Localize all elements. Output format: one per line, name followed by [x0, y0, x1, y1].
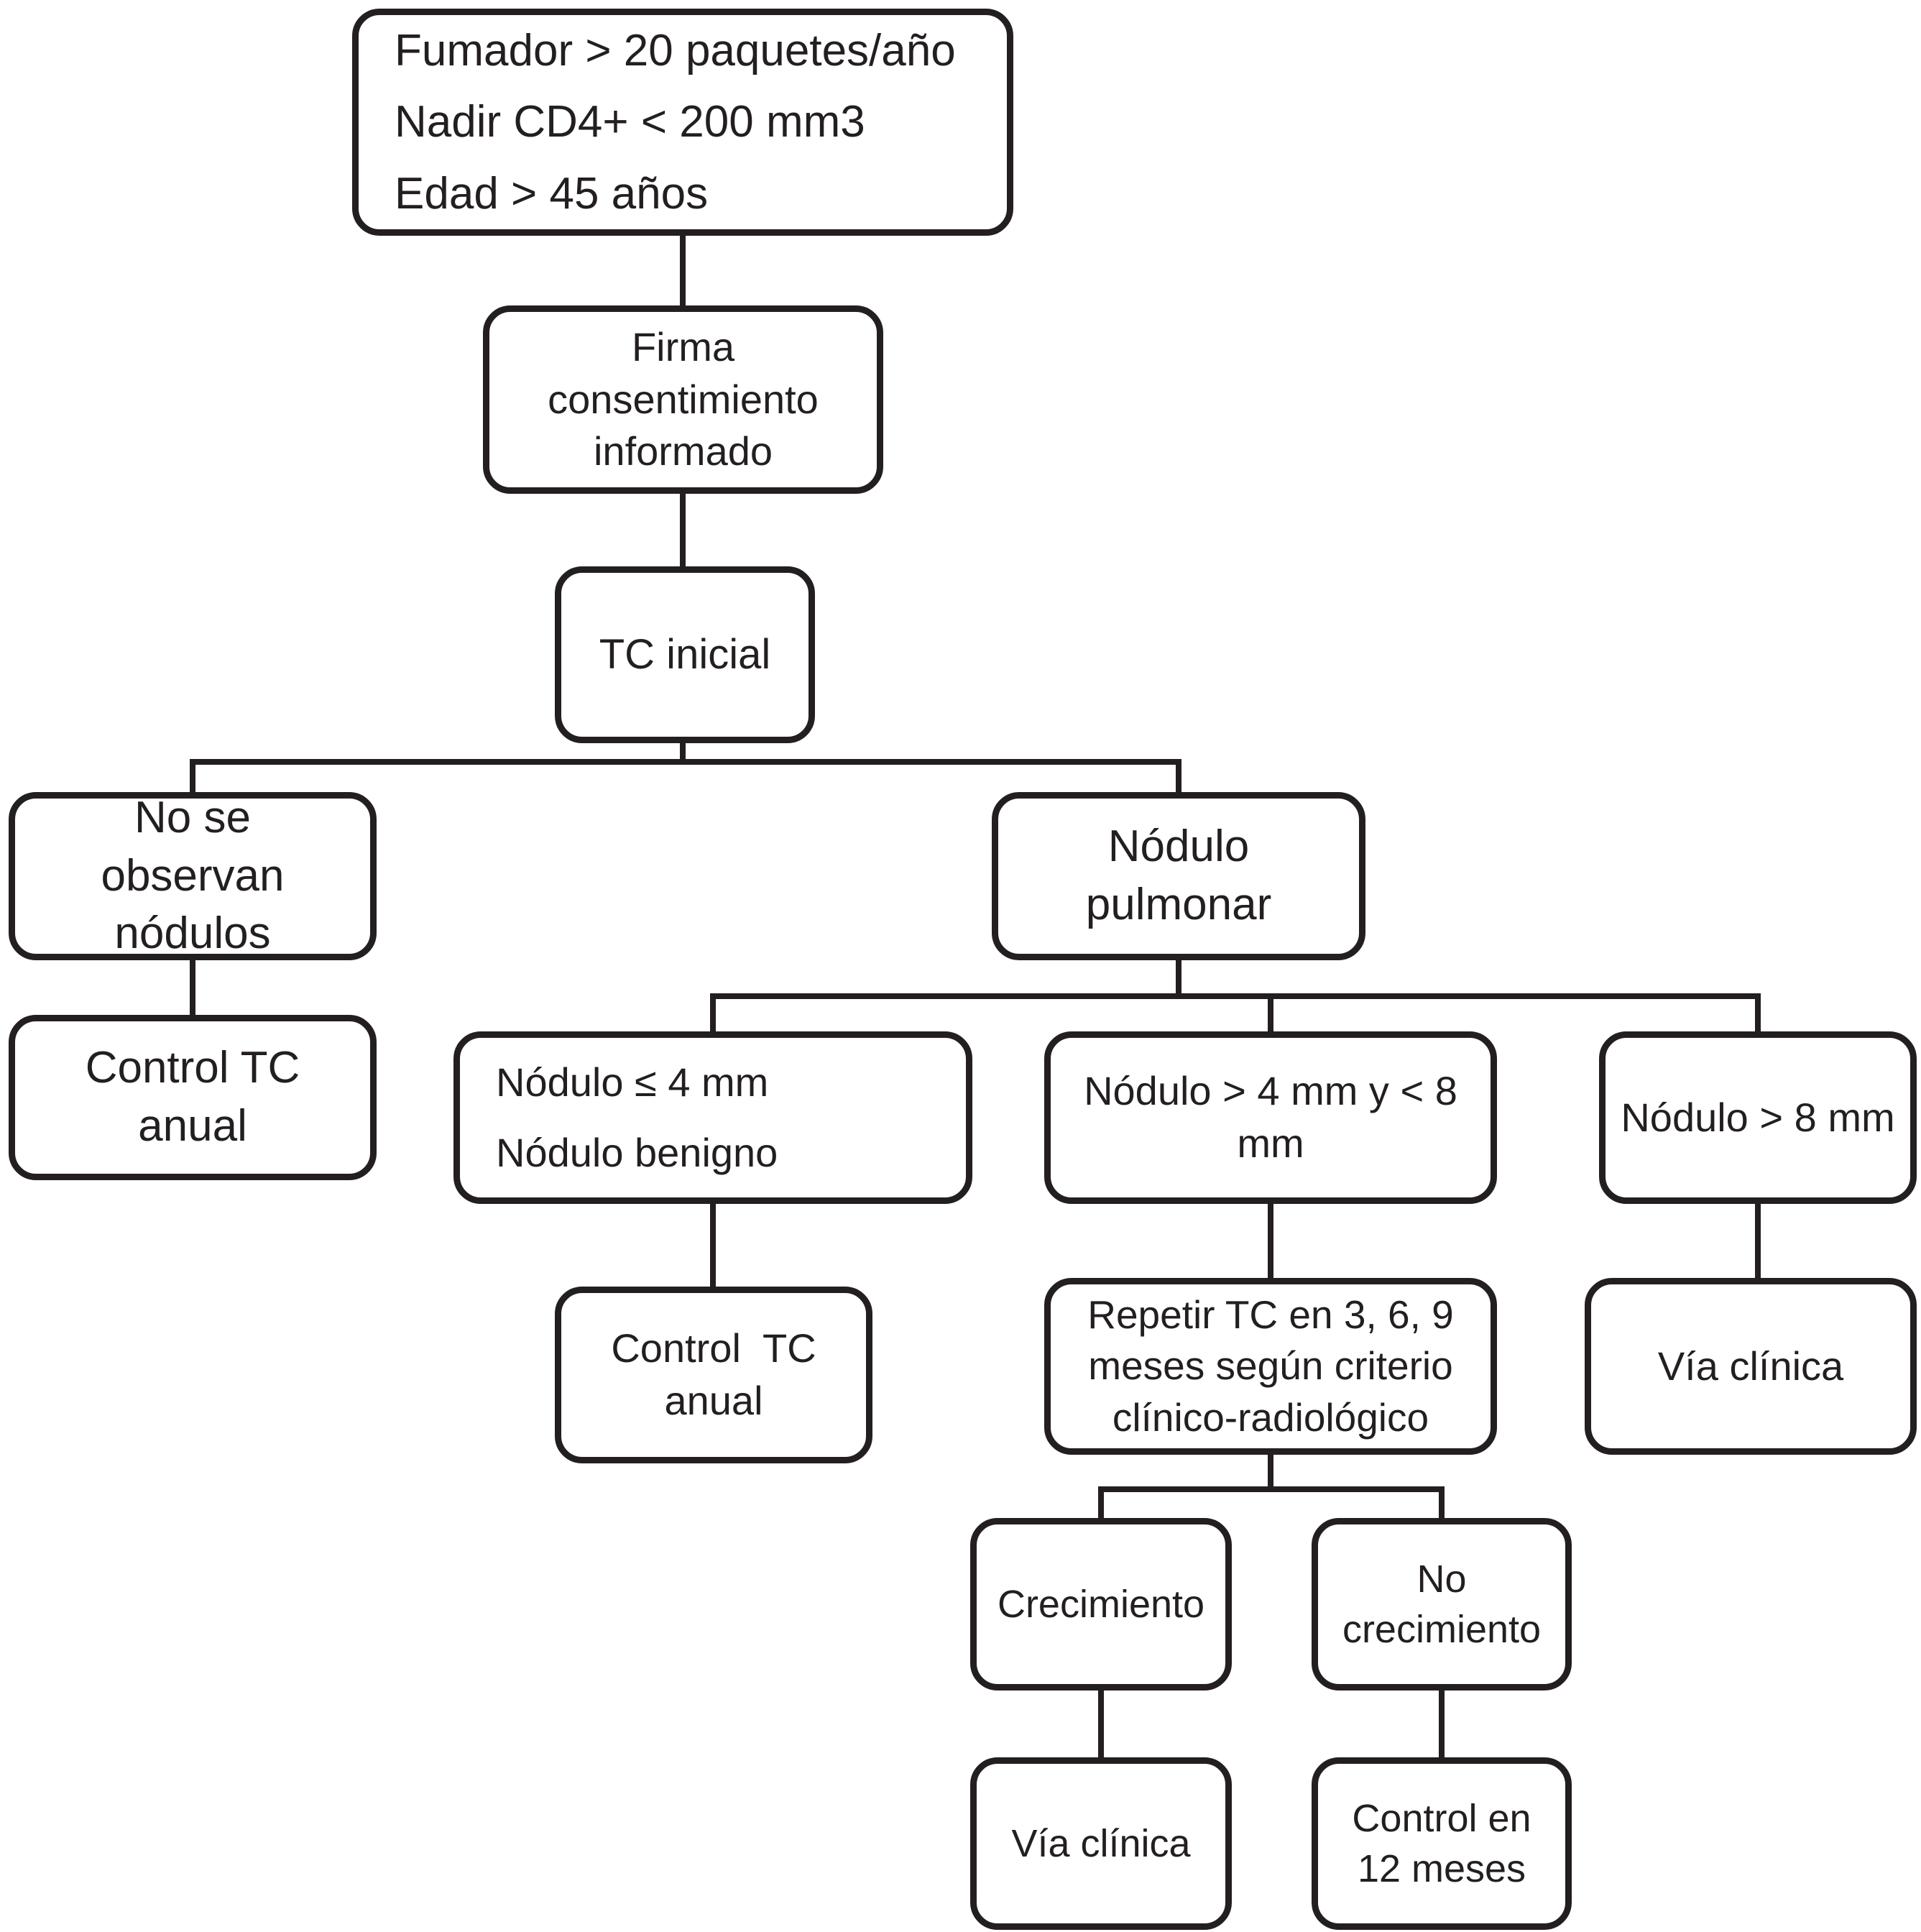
node-inclusion-criteria: Fumador > 20 paquetes/año Nadir CD4+ < 2… [352, 9, 1013, 236]
connector-split-crecimiento [1098, 1486, 1104, 1519]
text-line: meses según criterio [1088, 1343, 1453, 1389]
text-line: informado [593, 428, 773, 474]
connector-mayor8-via [1755, 1202, 1761, 1279]
text-line: pulmonar [1085, 880, 1272, 929]
text-line: Nódulo benigno [496, 1130, 778, 1175]
connector-nocrecimiento-control [1439, 1689, 1445, 1759]
connector-menor4-control [710, 1202, 716, 1288]
text-line: Vía clínica [1657, 1343, 1844, 1389]
text-line: No [1416, 1557, 1467, 1601]
connector-split-no-nodulos [190, 759, 195, 794]
text-line: mm [1237, 1121, 1304, 1166]
node-no-nodules: No se observan nódulos [9, 792, 377, 960]
connector-repetir-split-bar [1098, 1486, 1445, 1492]
text-line: No se [134, 793, 251, 843]
connector-tc-split-bar [190, 759, 1181, 765]
text-line: observan [101, 850, 285, 901]
connector-crecimiento-via [1098, 1689, 1104, 1759]
text-line: Crecimiento [997, 1582, 1205, 1626]
connector-split-pulmonar [1176, 759, 1181, 794]
node-pulmonary-nodule: Nódulo pulmonar [992, 792, 1365, 960]
connector-repetir-stem [1268, 1453, 1273, 1491]
connector-pulmonar-stem [1176, 959, 1181, 999]
criteria-line-cd4: Nadir CD4+ < 200 mm3 [395, 97, 865, 147]
node-nodule-under-4mm: Nódulo ≤ 4 mm Nódulo benigno [453, 1031, 972, 1204]
text-line: clínico-radiológico [1112, 1394, 1429, 1440]
node-clinical-pathway-bottom: Vía clínica [970, 1757, 1232, 1930]
text-line: consentimiento [548, 376, 819, 422]
connector-split-no-crecimiento [1439, 1486, 1445, 1519]
node-initial-ct: TC inicial [555, 566, 815, 743]
text-line: crecimiento [1342, 1608, 1542, 1651]
text-line: Vía clínica [1011, 1821, 1191, 1865]
text-line: Nódulo > 8 mm [1621, 1094, 1895, 1140]
criteria-line-age: Edad > 45 años [395, 168, 709, 218]
connector-pulmonar-split-bar [710, 993, 1761, 999]
text-line: Nódulo > 4 mm y < 8 [1084, 1068, 1457, 1114]
text-line: TC inicial [599, 631, 771, 678]
text-line: Repetir TC en 3, 6, 9 [1087, 1292, 1454, 1337]
text-line: Nódulo ≤ 4 mm [496, 1059, 769, 1105]
node-nodule-4-to-8mm: Nódulo > 4 mm y < 8 mm [1044, 1031, 1497, 1204]
text-line: anual [664, 1378, 763, 1423]
node-annual-ct-left: Control TC anual [9, 1015, 377, 1180]
criteria-line-smoker: Fumador > 20 paquetes/año [395, 26, 956, 76]
node-no-growth: No crecimiento [1312, 1518, 1572, 1690]
connector-criteria-firma [680, 234, 686, 306]
text-line: Nódulo [1107, 822, 1250, 872]
text-line: anual [138, 1101, 247, 1151]
node-annual-ct-right: Control TC anual [555, 1287, 872, 1463]
connector-firma-tc [680, 493, 686, 567]
node-informed-consent: Firma consentimiento informado [483, 305, 883, 494]
text-line: nódulos [114, 908, 271, 959]
connector-4a8-repetir [1268, 1202, 1273, 1279]
connector-tc-split-stem [680, 742, 686, 765]
node-clinical-pathway-right: Vía clínica [1585, 1278, 1917, 1455]
text-line: Control en [1352, 1796, 1531, 1840]
node-nodule-over-8mm: Nódulo > 8 mm [1599, 1031, 1917, 1204]
connector-split-mayor8 [1755, 993, 1761, 1033]
node-growth: Crecimiento [970, 1518, 1232, 1690]
connector-nonodulos-control [190, 959, 195, 1016]
text-line: Control TC [85, 1043, 300, 1093]
connector-split-4a8 [1268, 993, 1273, 1033]
text-line: Firma [631, 323, 735, 369]
text-line: 12 meses [1357, 1847, 1526, 1890]
node-repeat-ct: Repetir TC en 3, 6, 9 meses según criter… [1044, 1278, 1497, 1455]
node-control-12-months: Control en 12 meses [1312, 1757, 1572, 1930]
text-line: Control TC [611, 1325, 816, 1371]
connector-split-menor4 [710, 993, 716, 1033]
